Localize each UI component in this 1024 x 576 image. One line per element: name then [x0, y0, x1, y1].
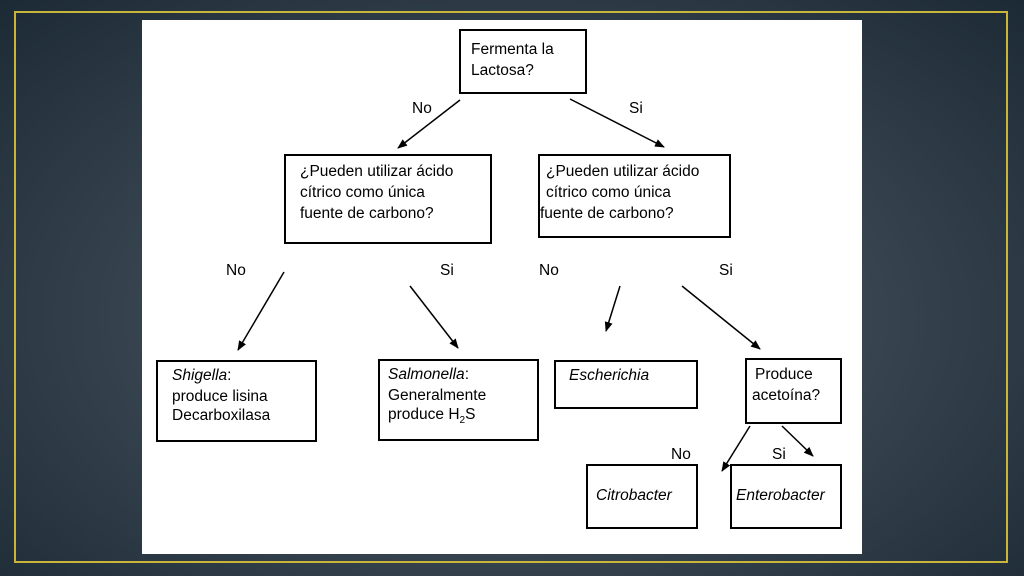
text-pre: produce H: [388, 406, 460, 423]
node-text-line1: Shigella:: [172, 366, 231, 386]
arrow-right-no: [604, 285, 621, 332]
genus-name: Shigella: [172, 367, 228, 384]
node-text-line2: acetoína?: [752, 387, 821, 404]
arrow-acet-no: [721, 425, 751, 472]
node-text-line1: Fermenta la: [471, 41, 554, 58]
edge-label-acet-si: Si: [772, 446, 786, 463]
node-text-line3: fuente de carbono?: [300, 205, 434, 222]
edge-label-root-no: No: [412, 100, 432, 117]
node-produce-acetoina: Produce acetoína?: [745, 358, 842, 424]
node-text-line2: produce lisina: [172, 388, 268, 405]
node-escherichia: Escherichia: [554, 360, 698, 409]
node-text-line2: Lactosa?: [471, 62, 534, 79]
edge-label-right-si: Si: [719, 262, 733, 279]
edge-label-root-si: Si: [629, 100, 643, 117]
connector-arrows: [237, 98, 814, 472]
node-text-line1: ¿Pueden utilizar ácido: [546, 163, 700, 180]
node-right-citrate-question: ¿Pueden utilizar ácido cítrico como únic…: [538, 154, 731, 238]
edge-label-acet-no: No: [671, 446, 691, 463]
text-sub: 2: [459, 415, 466, 427]
node-text-line3: Decarboxilasa: [172, 407, 271, 424]
genus-name: Salmonella: [388, 366, 465, 383]
genus-name: Citrobacter: [596, 487, 672, 504]
node-shigella: Shigella: produce lisina Decarboxilasa: [156, 360, 317, 442]
text-post: S: [465, 406, 476, 423]
genus-name: Escherichia: [569, 367, 650, 384]
node-fermenta-lactosa: Fermenta la Lactosa?: [459, 29, 587, 94]
node-text-line3: fuente de carbono?: [540, 205, 674, 222]
node-enterobacter: Enterobacter: [730, 464, 842, 529]
node-text-line1: ¿Pueden utilizar ácido: [300, 163, 454, 180]
edge-label-left-si: Si: [440, 262, 454, 279]
slide-frame: [14, 11, 1008, 563]
node-text-line2: cítrico como única: [546, 184, 671, 201]
edge-label-left-no: No: [226, 262, 246, 279]
node-text-line3: produce H2S: [388, 405, 475, 431]
diagram-canvas: Fermenta la Lactosa? No Si ¿Pueden utili…: [142, 20, 862, 554]
genus-name: Enterobacter: [736, 487, 825, 504]
arrow-acet-si: [781, 425, 814, 457]
edge-label-right-no: No: [539, 262, 559, 279]
node-text-line1: Produce: [755, 366, 813, 383]
arrow-right-si: [681, 285, 761, 350]
genus-suffix: :: [227, 367, 232, 384]
node-text-line2: cítrico como única: [300, 184, 425, 201]
node-salmonella: Salmonella: Generalmente produce H2S: [378, 359, 539, 441]
arrow-root-si: [569, 98, 665, 148]
arrow-root-no: [397, 99, 461, 149]
arrow-left-no: [237, 271, 285, 351]
node-left-citrate-question: ¿Pueden utilizar ácido cítrico como únic…: [284, 154, 492, 244]
arrow-left-si: [409, 285, 459, 349]
node-text-line2: Generalmente: [388, 387, 487, 404]
node-text-line1: Salmonella:: [388, 365, 469, 385]
node-citrobacter: Citrobacter: [586, 464, 698, 529]
genus-suffix: :: [464, 366, 469, 383]
